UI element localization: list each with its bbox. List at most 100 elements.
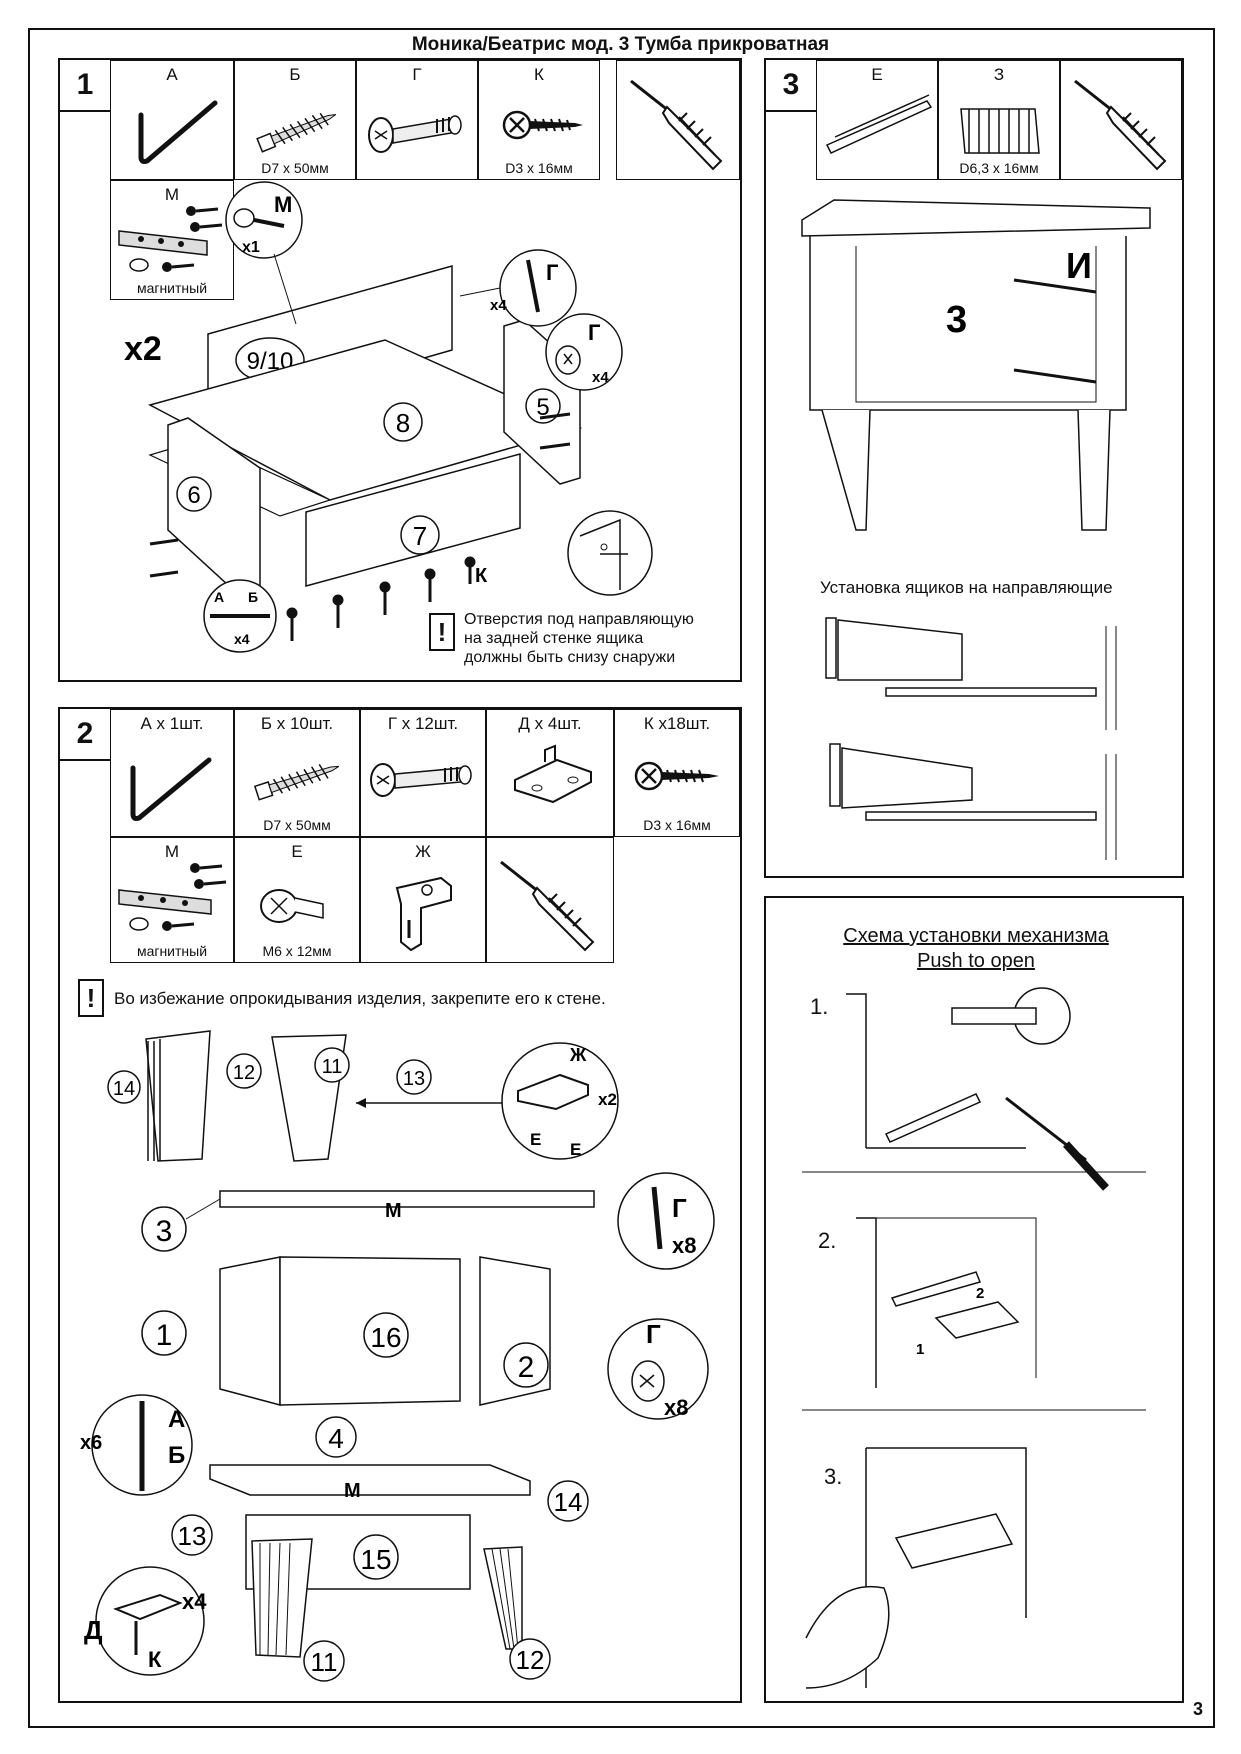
cabinet-assembly-diagram: 14 12 11 13 Ж x2 Е Е 3 М 1 16 2 4 [80,1030,715,1682]
part-a-cell: А x 1шт. [110,709,234,837]
part-size: D7 x 50мм [261,160,329,176]
part-g-cell: Г x 12шт. [360,709,486,837]
part-letter: Б [289,65,301,84]
tool-screwdriver-cell [1060,60,1182,180]
part-letter: К [534,65,544,84]
step1-panel: 1 А Б D7 x 50мм Г К [58,58,742,682]
part-number: 3 [156,1215,173,1248]
part-size: магнитный [136,943,208,959]
page-number: 3 [1192,1699,1203,1719]
callout-ab-a: А [214,589,224,605]
push-step-3: 3. [824,1464,843,1489]
warning-line: Отверстия под направляющую [464,611,694,628]
callout-ab-qty: x4 [234,631,250,647]
part-number: 16 [370,1322,401,1353]
callout-d-qty: x4 [182,1589,207,1614]
magnetic-catch-icon [118,206,223,272]
part-size: D6,3 x 16мм [959,160,1039,176]
drawer-slide-icon [825,94,933,154]
part-size: D3 x 16мм [643,817,711,833]
callout-e: Е [530,1130,541,1149]
panel-number: 5 [536,394,549,421]
label-i: И [1066,245,1092,286]
panel-number: 8 [396,408,410,438]
part-a-cell: А [110,60,234,180]
callout-zh-qty: x2 [598,1090,617,1109]
part-k-cell: К D3 x 16мм [478,60,600,180]
drawer-assembly-diagram: x2 9/10 8 7 6 5 К [124,181,653,653]
hex-key-icon [138,100,218,164]
bolt-icon [260,889,324,923]
screwdriver-icon [1074,79,1167,171]
part-label: М [164,842,180,861]
part-number: 1 [156,1319,173,1352]
part-letter: З [993,65,1005,84]
warning-line: на задней стенке ящика [464,630,644,647]
part-number: 13 [403,1068,425,1090]
step3-panel: 3 Е З D6,3 x 16мм И 3 [764,58,1184,878]
callout-m: М [274,192,292,217]
part-number: 2 [518,1351,535,1384]
cam-lock-icon [368,115,462,153]
part-size: D7 x 50мм [263,817,331,833]
arrow-label: 2 [976,1285,984,1302]
part-label: К x18шт. [643,714,711,733]
callout-zh: Ж [569,1045,587,1065]
part-label: Д x 4шт. [518,714,582,733]
part-size: D3 x 16мм [505,160,573,176]
part-letter: М [164,185,180,204]
magnetic-catch-icon [118,863,227,931]
part-number: 14 [554,1487,583,1517]
screwdriver-icon [500,860,595,952]
heading-line: Схема установки механизма [843,925,1109,947]
part-m-cell: М магнитный [110,180,234,300]
warning-line: должны быть снизу снаружи [464,649,676,666]
drawer-install-caption: Установка ящиков на направляющие [820,578,1113,597]
part-number: 12 [516,1645,545,1675]
part-letter: Е [871,65,883,84]
eurosrew-icon [960,108,1040,154]
confirmat-screw-icon [253,763,340,801]
callout-a: А [168,1406,185,1433]
push-to-open-panel: Схема установки механизма Push to open 1… [764,896,1184,1703]
screwdriver-icon [630,79,723,171]
label-z: 3 [946,299,967,341]
multiplier-label: x2 [124,330,162,368]
wood-screw-icon [502,110,583,140]
callout-ab-b: Б [248,589,258,605]
part-number: 4 [328,1423,344,1454]
warning-note: Отверстия под направляющую на задней сте… [464,610,694,667]
callout-b: Б [168,1442,185,1469]
part-m-cell: М магнитный [110,837,234,963]
part-number: 15 [360,1544,391,1575]
step2-panel: 2 А x 1шт. Б x 10шт. D7 x 50мм Г x 12шт.… [58,707,742,1703]
part-number: 13 [178,1521,207,1551]
callout-m-top: М [385,1200,402,1222]
push-to-open-diagram: 1 2 [802,987,1146,1689]
part-label: Е [291,842,303,861]
callout-m-bottom: М [344,1480,361,1502]
part-size: M6 x 12мм [262,943,332,959]
callout-e: Е [570,1140,581,1159]
corner-bracket-icon [514,744,592,804]
part-label: Б x 10шт. [260,714,334,733]
push-heading: Схема установки механизма Push to open [766,924,1186,974]
hex-key-icon [130,757,212,821]
part-k-cell: К x18шт. D3 x 16мм [614,709,740,837]
callout-ab-qty: x6 [80,1432,102,1454]
heading-line: Push to open [917,950,1035,972]
cam-lock-icon [370,763,472,797]
callout-g1-qty: x4 [490,297,507,314]
part-letter: А [166,65,178,84]
page-title: Моника/Беатрис мод. 3 Тумба прикроватная [411,34,830,55]
wall-fix-warning: Во избежание опрокидывания изделия, закр… [114,989,606,1008]
part-letter: Г [412,65,422,84]
part-zh-cell: Ж [360,837,486,963]
callout-g-side-qty: x8 [664,1395,688,1420]
part-label: Г x 12шт. [387,714,459,733]
slide-install-diagram: И 3 [801,199,1151,860]
arrow-label: 1 [916,1341,924,1358]
part-e-cell: Е M6 x 12мм [234,837,360,963]
push-step-1: 1. [810,994,829,1019]
panel-number: 7 [413,521,427,551]
